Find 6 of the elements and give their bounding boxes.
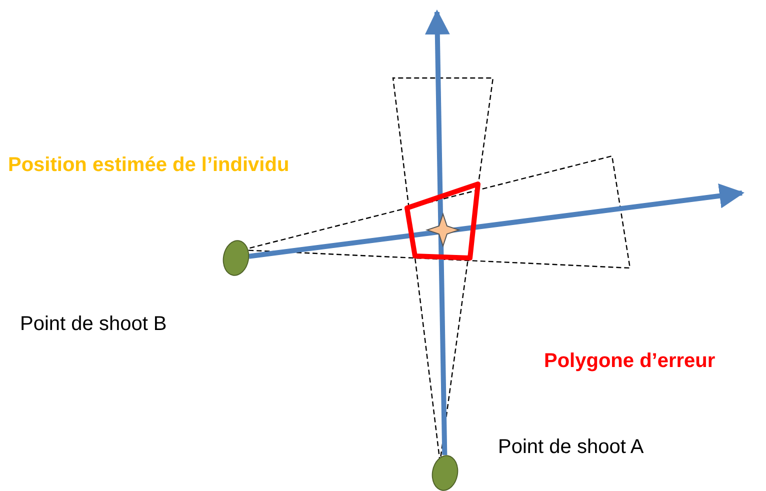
point-label: Point de shoot B (20, 313, 167, 336)
position-label: Position estimée de l’individu (8, 154, 290, 177)
arrow (424, 10, 450, 456)
polygon-label: Polygone d’erreur (544, 350, 716, 373)
point-label: Point de shoot A (498, 436, 644, 459)
arrow (248, 183, 744, 259)
